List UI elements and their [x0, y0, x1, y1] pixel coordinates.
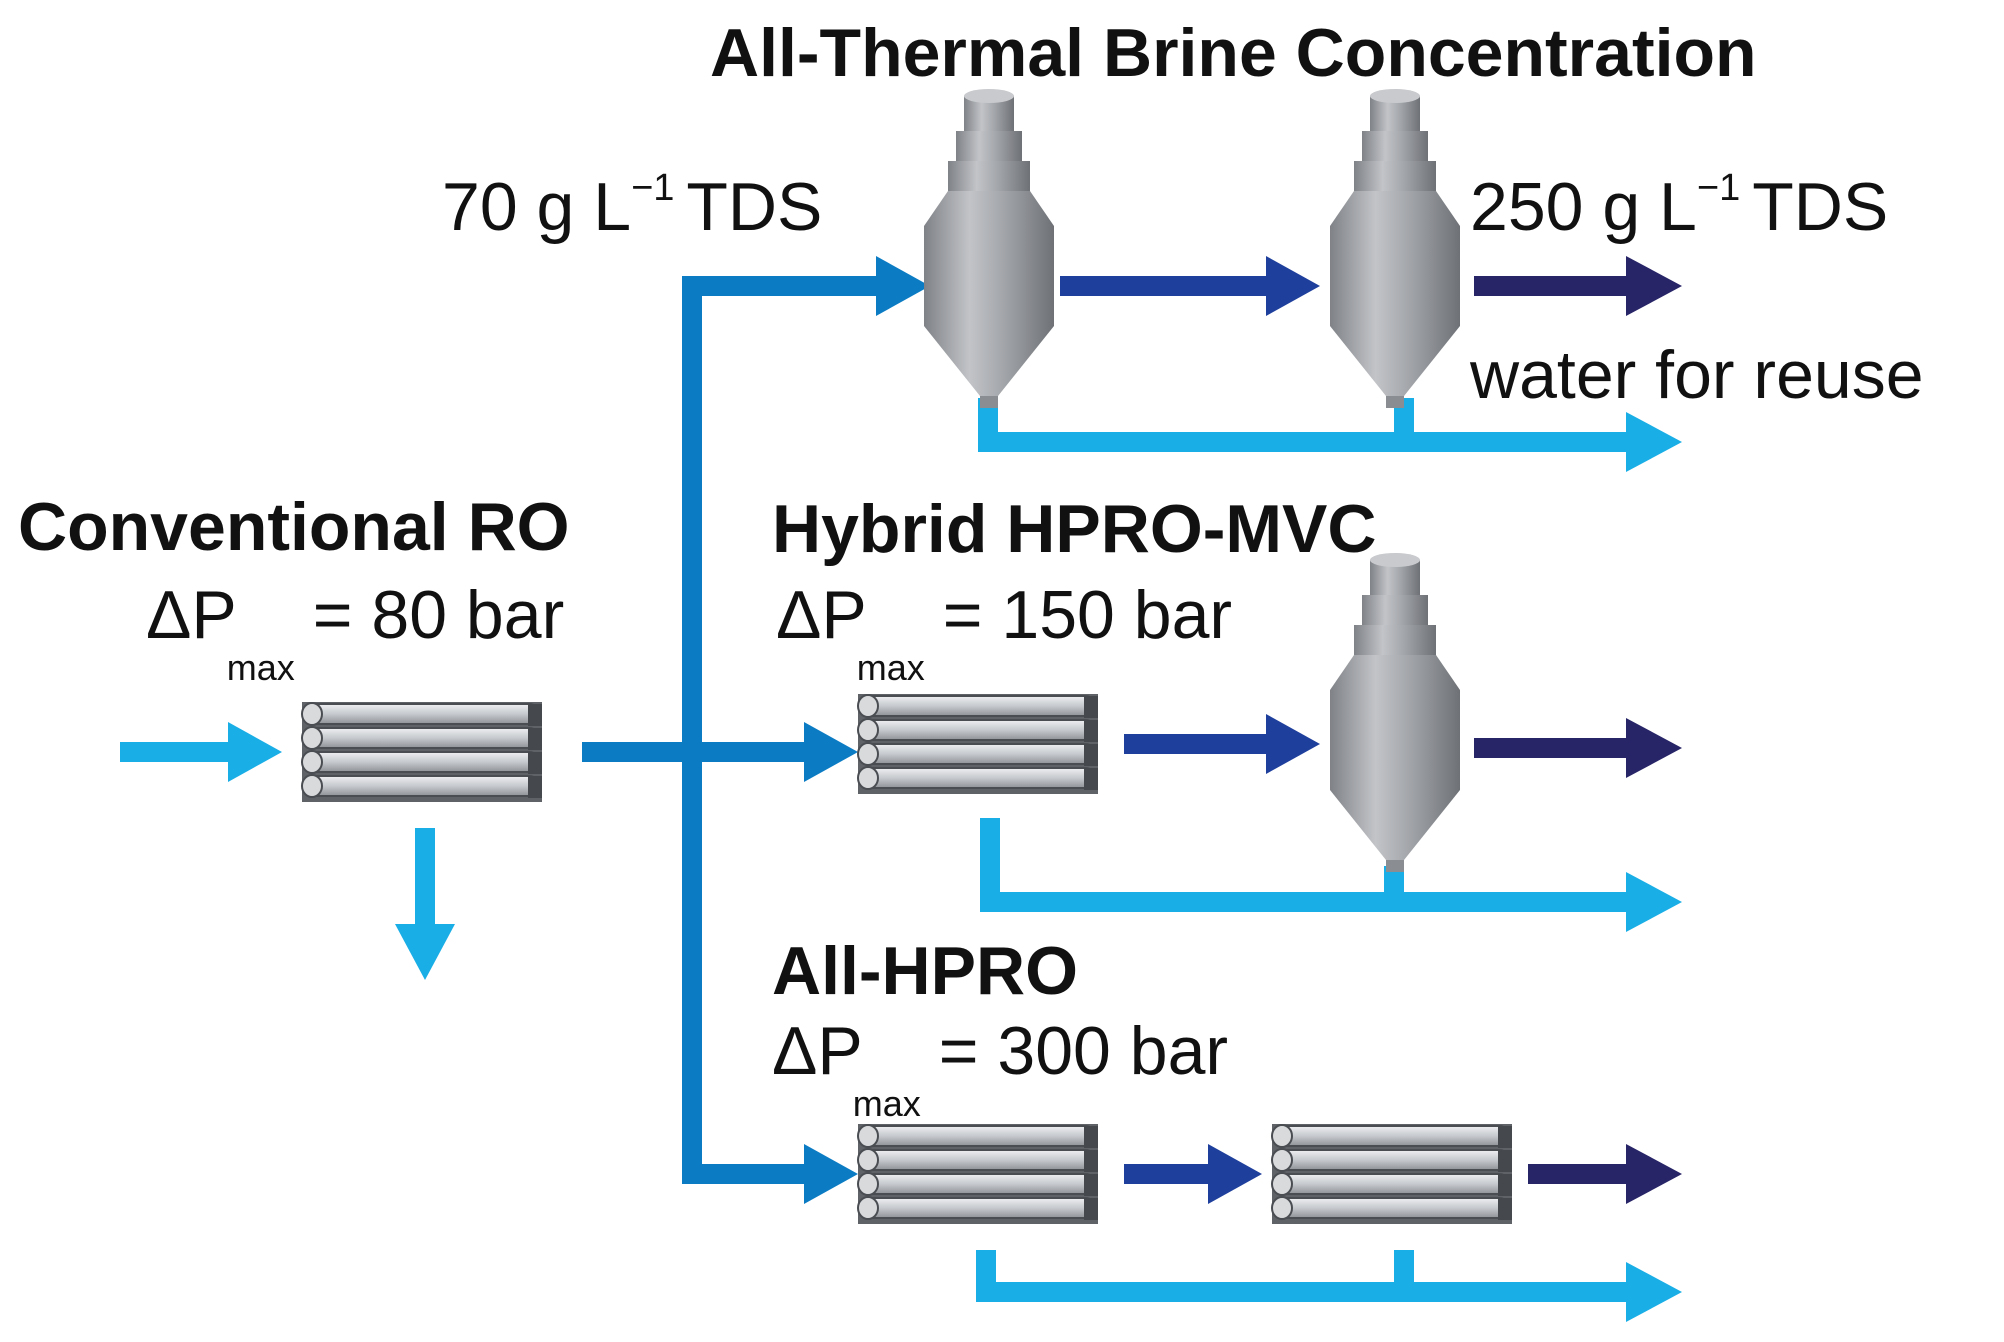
- conventional-ro-title: Conventional RO: [18, 489, 570, 565]
- conventional-ro-module-icon: [301, 701, 543, 803]
- hpro-interstage-arrow: [1124, 1144, 1262, 1204]
- ro-permeate-arrow: [395, 828, 455, 980]
- hybrid-brine-output-arrow: [1474, 718, 1682, 778]
- all-hpro-pressure-sub: max: [853, 1083, 921, 1124]
- feed-concentration-unit: TDS: [686, 169, 822, 245]
- feed-arrow: [120, 722, 282, 782]
- brine-concentration-exponent: −1: [1697, 167, 1740, 209]
- hybrid-water-line: [980, 818, 1682, 932]
- all-hpro-module-2-icon: [1271, 1123, 1513, 1225]
- hybrid-delta-p: ΔP: [776, 577, 867, 653]
- thermal-evaporator-1-icon: [924, 89, 1054, 408]
- water-reuse-label: water for reuse: [1469, 337, 1924, 413]
- thermal-brine-output-arrow: [1474, 256, 1682, 316]
- thermal-interstage-arrow: [1060, 256, 1320, 316]
- all-hpro-delta-p: ΔP: [772, 1013, 863, 1089]
- conventional-pressure-sub: max: [227, 647, 295, 688]
- feed-concentration-exponent: −1: [631, 167, 674, 209]
- brine-concentration-value: 250 g L: [1470, 169, 1697, 245]
- thermal-evaporator-2-icon: [1330, 89, 1460, 408]
- hybrid-mvc-evaporator-icon: [1330, 553, 1460, 872]
- hybrid-title: Hybrid HPRO-MVC: [772, 491, 1376, 567]
- all-hpro-pressure-value: = 300 bar: [939, 1013, 1228, 1089]
- hybrid-pressure-value: = 150 bar: [943, 577, 1232, 653]
- brine-concentration-label: 250 g L−1 TDS: [1470, 167, 1888, 245]
- hybrid-hpro-module-icon: [857, 693, 1099, 795]
- feed-concentration-label: 70 g L−1 TDS: [442, 167, 822, 245]
- hybrid-pressure-sub: max: [857, 647, 925, 688]
- hpro-water-line: [976, 1250, 1682, 1322]
- thermal-title: All-Thermal Brine Concentration: [710, 15, 1757, 91]
- brine-concentration-unit: TDS: [1752, 169, 1888, 245]
- feed-concentration-value: 70 g L: [442, 169, 631, 245]
- hybrid-interstage-arrow: [1124, 714, 1320, 774]
- hpro-brine-output-arrow: [1528, 1144, 1682, 1204]
- all-hpro-title: All-HPRO: [772, 933, 1078, 1009]
- conventional-pressure-value: = 80 bar: [313, 577, 564, 653]
- ro-brine-branch-line: [582, 256, 930, 1204]
- conventional-delta-p: ΔP: [146, 577, 237, 653]
- all-hpro-module-1-icon: [857, 1123, 1099, 1225]
